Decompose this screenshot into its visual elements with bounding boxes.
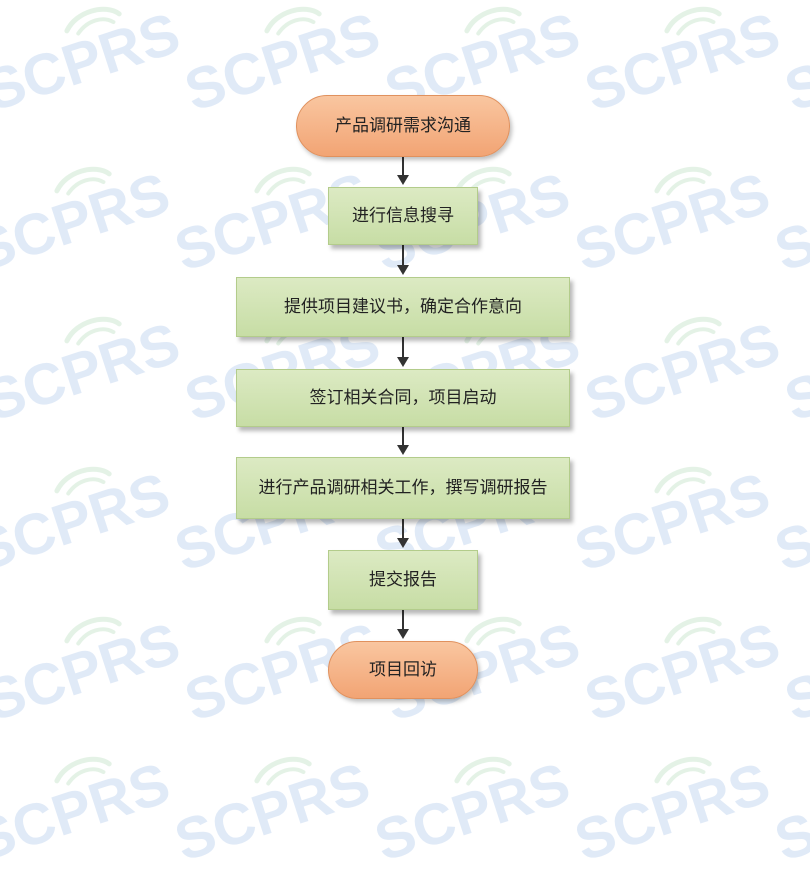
node-contract: 签订相关合同，项目启动 bbox=[236, 369, 570, 427]
arrowhead-n2-n3 bbox=[397, 265, 409, 275]
arrowhead-n6-n7 bbox=[397, 629, 409, 639]
node-research-work-label: 进行产品调研相关工作，撰写调研报告 bbox=[258, 478, 548, 498]
node-start: 产品调研需求沟通 bbox=[296, 95, 510, 157]
flowchart-edges bbox=[397, 157, 409, 639]
arrowhead-n5-n6 bbox=[397, 538, 409, 548]
node-proposal-label: 提供项目建议书，确定合作意向 bbox=[284, 297, 522, 317]
node-research-work: 进行产品调研相关工作，撰写调研报告 bbox=[236, 457, 570, 519]
flowchart: 产品调研需求沟通 进行信息搜寻 提供项目建议书，确定合作意向 签订相关合同，项目… bbox=[236, 95, 570, 699]
node-end-label: 项目回访 bbox=[369, 660, 437, 680]
node-submit-report: 提交报告 bbox=[328, 550, 478, 610]
node-info-search: 进行信息搜寻 bbox=[328, 187, 478, 245]
node-info-search-label: 进行信息搜寻 bbox=[352, 206, 454, 226]
arrowhead-n1-n2 bbox=[397, 175, 409, 185]
node-start-label: 产品调研需求沟通 bbox=[335, 116, 471, 136]
arrowhead-n3-n4 bbox=[397, 357, 409, 367]
node-submit-report-label: 提交报告 bbox=[369, 570, 437, 590]
arrowhead-n4-n5 bbox=[397, 445, 409, 455]
node-proposal: 提供项目建议书，确定合作意向 bbox=[236, 277, 570, 337]
node-end: 项目回访 bbox=[328, 641, 478, 699]
node-contract-label: 签订相关合同，项目启动 bbox=[309, 388, 497, 408]
